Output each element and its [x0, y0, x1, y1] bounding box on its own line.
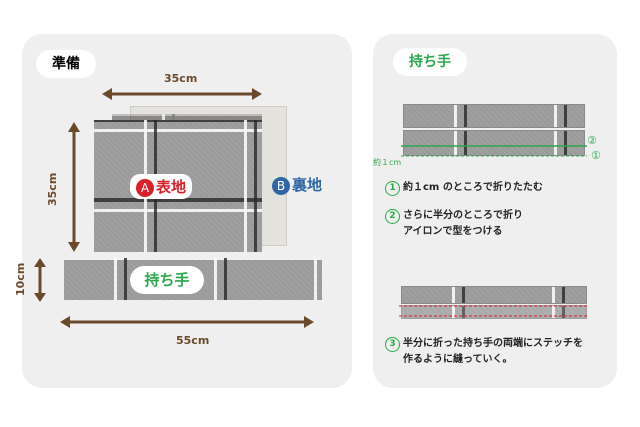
- height-dimension-label: 35cm: [46, 172, 59, 206]
- step-3-text: 半分に折った持ち手の両端にステッチを: [403, 338, 583, 349]
- label-a-mark: A: [136, 178, 154, 197]
- panel-title-handle: 持ち手: [393, 48, 467, 76]
- step-3-number: 3: [385, 337, 400, 352]
- label-b-mark: B: [272, 176, 290, 195]
- handle-height-label: 10cm: [14, 262, 27, 296]
- label-a-text: 表地: [156, 178, 187, 196]
- stitch-lines: [399, 305, 587, 317]
- handle-height-arrow: [34, 258, 46, 302]
- fold-lines: [401, 145, 587, 157]
- width-arrow-top: [102, 88, 262, 100]
- stitched-strip-bottom: [401, 305, 587, 319]
- width-dimension-label: 35cm: [164, 72, 198, 85]
- stitched-strip-top: [401, 286, 587, 304]
- folded-strip-bottom: [403, 130, 585, 156]
- handle-label: 持ち手: [130, 266, 204, 294]
- bottom-dimension-label: 55cm: [176, 334, 210, 347]
- fold-distance-label: 約１cm: [373, 158, 402, 167]
- step-2-text-line2: アイロンで型をつける: [403, 226, 503, 237]
- fold-mark-2: ②: [587, 134, 597, 147]
- width-arrow-bottom: [60, 316, 314, 328]
- label-b-text: 裏地: [292, 176, 323, 194]
- step-2-number: 2: [385, 209, 400, 224]
- fold-mark-1: ①: [591, 149, 601, 162]
- step-1-number: 1: [385, 181, 400, 196]
- panel-title-preparation: 準備: [36, 50, 96, 78]
- step-3-text-line2: 作るように縫っていく。: [403, 354, 513, 365]
- step-2-text: さらに半分のところで折り: [403, 210, 523, 221]
- folded-strip-top: [403, 104, 585, 128]
- height-arrow-side: [68, 122, 80, 252]
- step-1-text: 約１cm のところで折りたたむ: [403, 182, 543, 193]
